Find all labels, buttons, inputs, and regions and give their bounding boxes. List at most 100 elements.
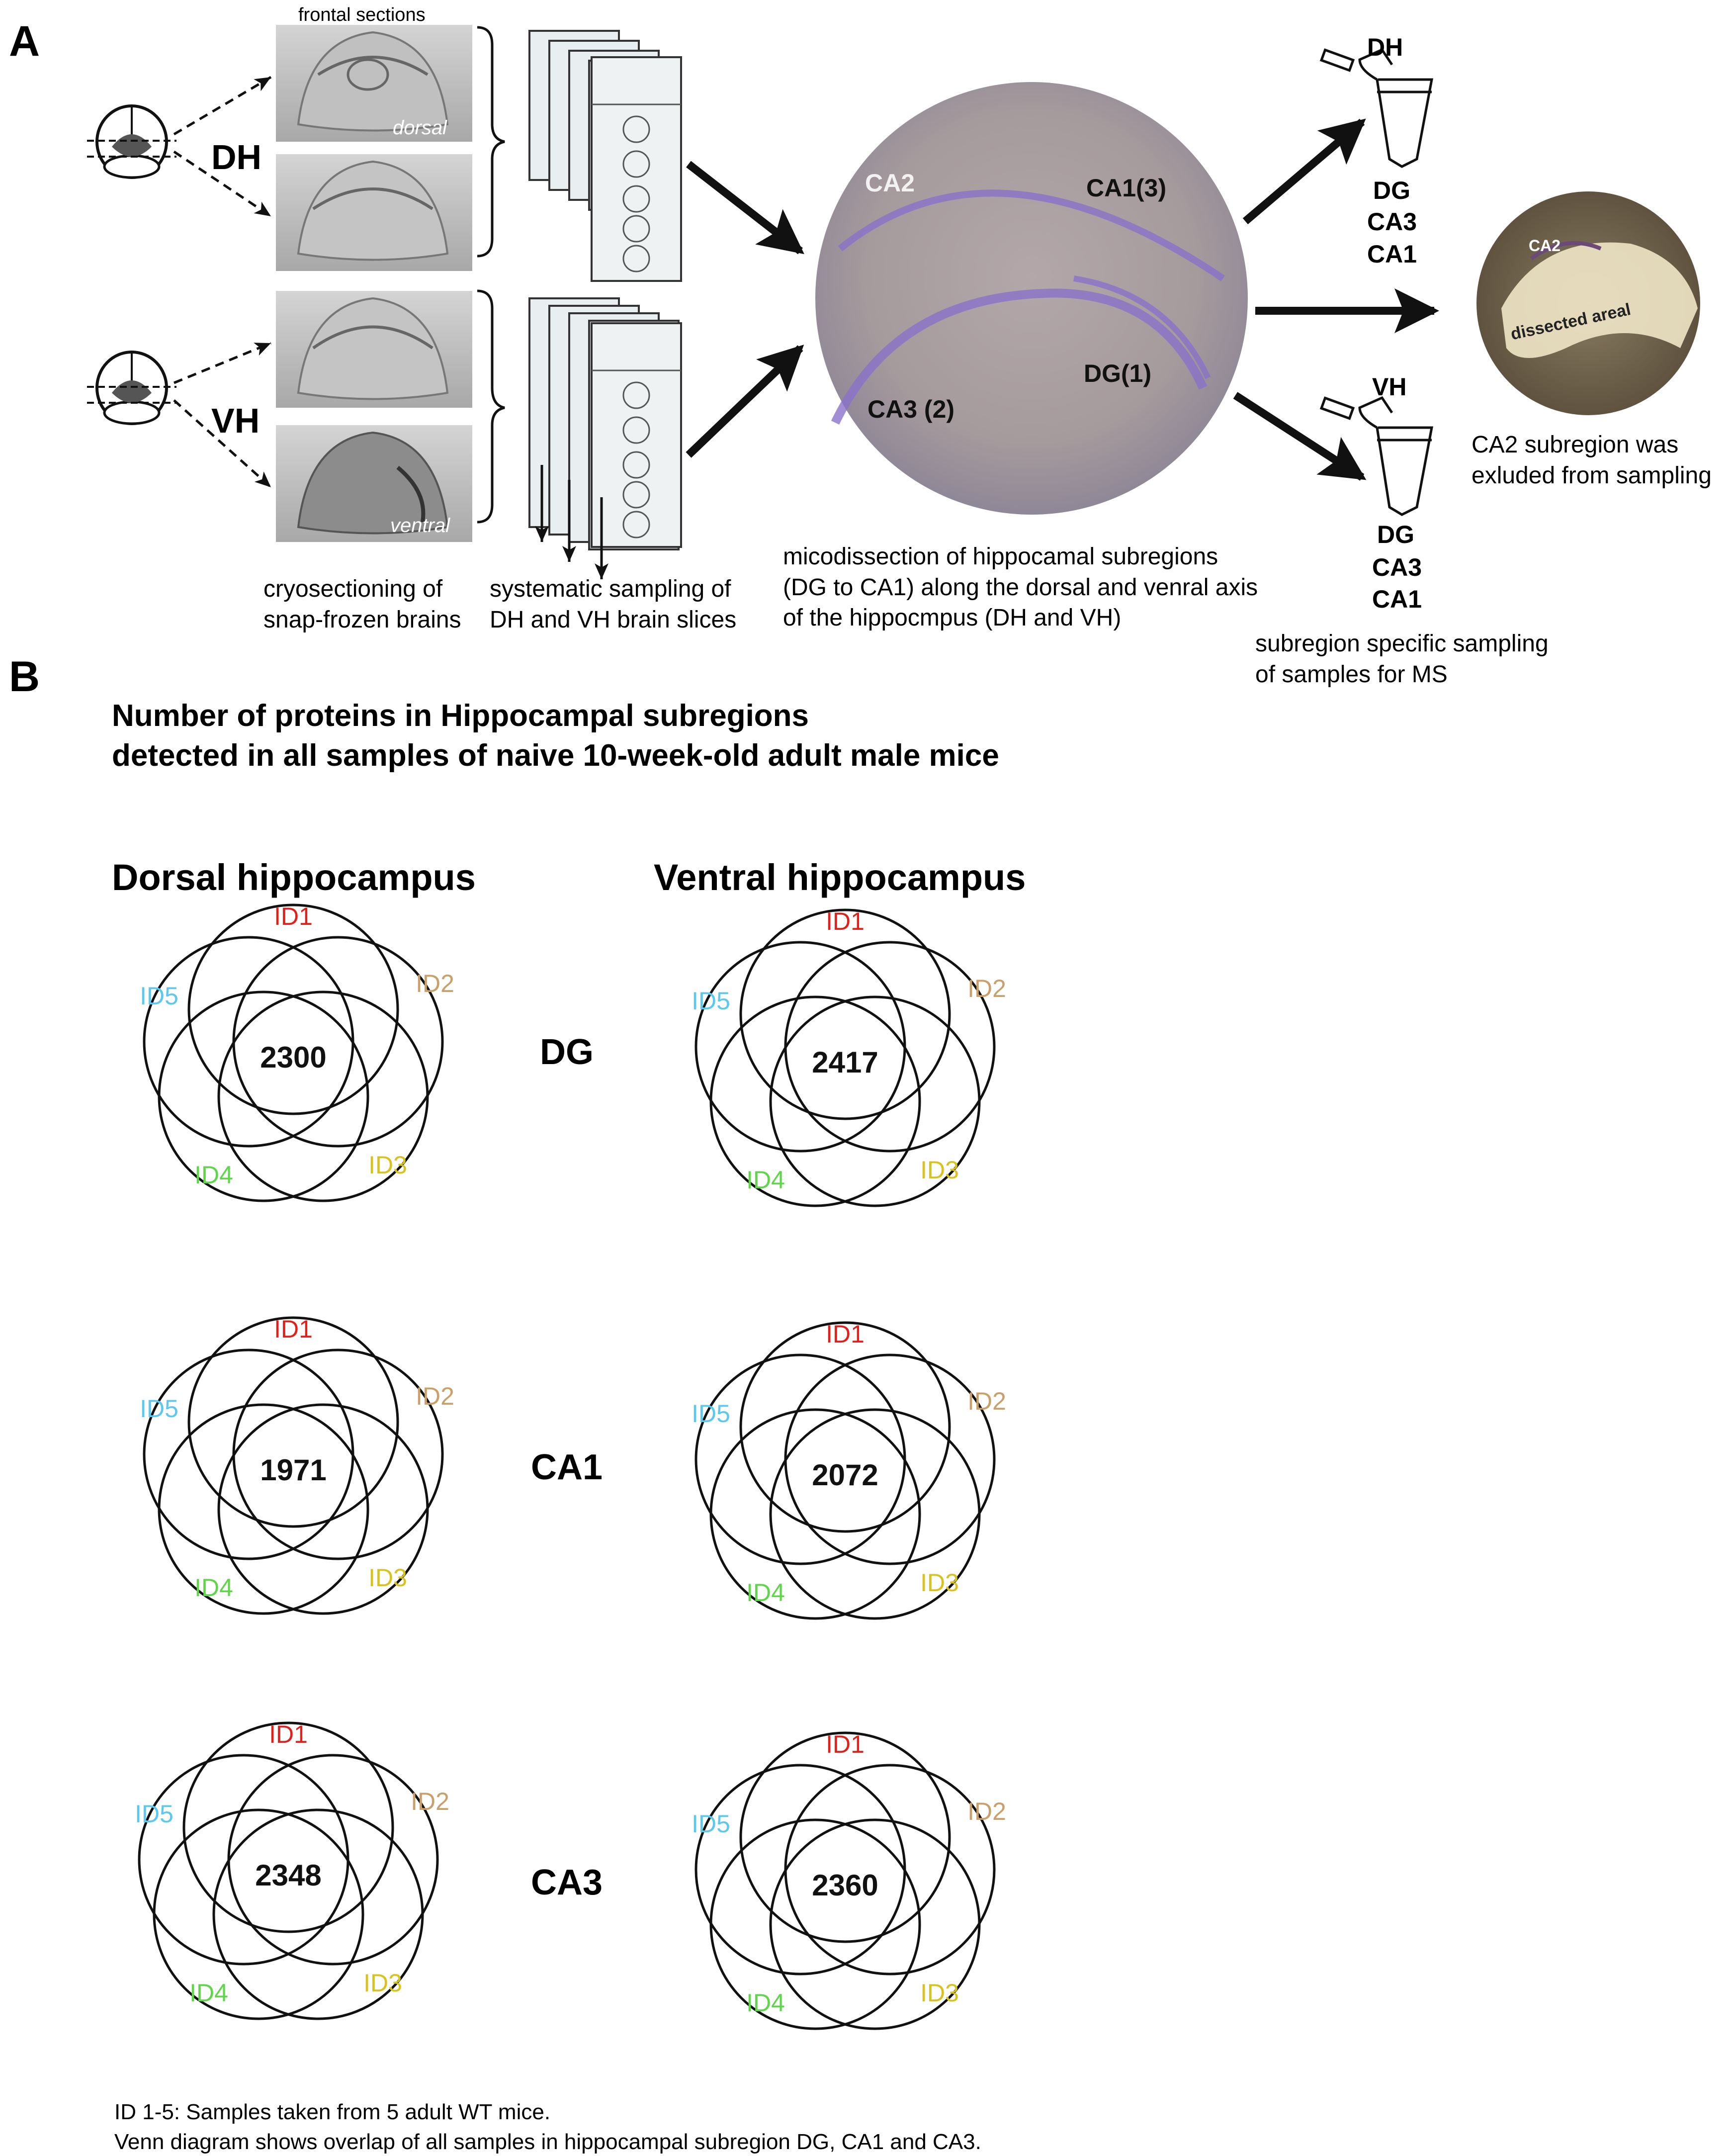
tube-icon-dh bbox=[1319, 48, 1434, 168]
venn-center-count: 1971 bbox=[260, 1453, 326, 1487]
venn-label-id3: ID3 bbox=[368, 1151, 407, 1179]
tube-icon-vh bbox=[1319, 396, 1434, 516]
venn-label-id5: ID5 bbox=[692, 987, 730, 1015]
venn-set-id3 bbox=[769, 1408, 981, 1620]
venn-set-id1 bbox=[187, 1316, 399, 1528]
vh-label: VH bbox=[211, 401, 260, 440]
venn-center-count: 2360 bbox=[812, 1869, 878, 1902]
caption-ca2-line-1: CA2 subregion was bbox=[1472, 432, 1678, 458]
micro-label-ca3: CA3 (2) bbox=[867, 395, 954, 423]
venn-set-id5 bbox=[694, 941, 906, 1153]
dh-label: DH bbox=[211, 138, 261, 177]
venn-label-id4: ID4 bbox=[746, 1989, 785, 2017]
caption-ca2-line-2: exluded from sampling bbox=[1472, 462, 1712, 489]
venn-label-id2: ID2 bbox=[967, 1387, 1006, 1415]
slide-stack-vh bbox=[528, 297, 682, 579]
venn-set-id3 bbox=[217, 1403, 429, 1615]
brain-slice-ventral-2 bbox=[276, 425, 472, 542]
footnote-line-1: ID 1-5: Samples taken from 5 adult WT mi… bbox=[114, 2100, 550, 2124]
microdissection-image bbox=[815, 82, 1248, 515]
caption-cryo-line-1: cryosectioning of bbox=[263, 576, 443, 602]
mouse-brain-icon-vh bbox=[87, 351, 176, 425]
venn-label-id2: ID2 bbox=[967, 975, 1006, 1002]
caption-specific-line-2: of samples for MS bbox=[1255, 661, 1448, 688]
brain-slice-dorsal-1 bbox=[276, 25, 472, 142]
venn-layer: ID1ID2ID3ID4ID52300ID1ID2ID3ID4ID52417ID… bbox=[135, 902, 1006, 2030]
venn-center-count: 2348 bbox=[255, 1859, 321, 1892]
venn-set-id1 bbox=[182, 1721, 394, 1933]
micro-label-ca2: CA2 bbox=[865, 169, 915, 197]
venn-set-id1 bbox=[739, 908, 951, 1120]
tube-dh-region-1: DG bbox=[1373, 177, 1410, 204]
panel-a-letter: A bbox=[9, 17, 40, 65]
flow-arrows bbox=[686, 118, 1439, 481]
venn-set-id5 bbox=[143, 1348, 354, 1560]
venn-set-id3 bbox=[212, 1808, 424, 2020]
dashed-arrows bbox=[173, 76, 272, 488]
caption-sampling-line-2: DH and VH brain slices bbox=[490, 607, 736, 633]
tube-vh-title: VH bbox=[1372, 373, 1406, 401]
panel-b-title-line-2: detected in all samples of naive 10-week… bbox=[112, 738, 999, 773]
venn-set-id1 bbox=[739, 1321, 951, 1533]
micro-label-ca1: CA1(3) bbox=[1086, 174, 1166, 202]
venn-label-id5: ID5 bbox=[140, 1395, 178, 1423]
venn-set-id3 bbox=[217, 990, 429, 1202]
venn-label-id2: ID2 bbox=[411, 1788, 449, 1815]
dorsal-tag: dorsal bbox=[393, 117, 447, 139]
venn-label-id1: ID1 bbox=[826, 907, 865, 935]
column-header-dorsal: Dorsal hippocampus bbox=[112, 857, 476, 898]
venn-label-id3: ID3 bbox=[920, 1156, 959, 1184]
venn-set-id5 bbox=[694, 1353, 906, 1565]
venn-set-id1 bbox=[187, 903, 399, 1115]
venn-label-id1: ID1 bbox=[826, 1730, 865, 1758]
panel-b-title-line-1: Number of proteins in Hippocampal subreg… bbox=[112, 699, 809, 733]
panel-b-letter: B bbox=[9, 653, 40, 701]
venn-label-id1: ID1 bbox=[269, 1720, 308, 1748]
tube-vh-region-2: CA3 bbox=[1372, 553, 1422, 581]
venn-label-id4: ID4 bbox=[194, 1161, 233, 1189]
caption-micro-line-1: micodissection of hippocamal subregions bbox=[783, 543, 1218, 570]
venn-label-id4: ID4 bbox=[746, 1579, 785, 1607]
tube-dh-region-3: CA1 bbox=[1367, 240, 1417, 268]
venn-label-id2: ID2 bbox=[416, 1382, 454, 1410]
venn-set-id5 bbox=[138, 1754, 349, 1966]
venn-label-id2: ID2 bbox=[967, 1797, 1006, 1825]
venn-label-id1: ID1 bbox=[826, 1320, 865, 1348]
venn-label-id4: ID4 bbox=[746, 1166, 785, 1194]
venn-label-id1: ID1 bbox=[274, 1315, 313, 1343]
venn-label-id4: ID4 bbox=[194, 1574, 233, 1602]
venn-center-count: 2300 bbox=[260, 1041, 326, 1074]
tube-vh-region-1: DG bbox=[1377, 521, 1414, 548]
venn-set-id3 bbox=[769, 1818, 981, 2030]
venn-label-id4: ID4 bbox=[189, 1979, 228, 2007]
venn-center-count: 2417 bbox=[812, 1046, 878, 1079]
venn-label-id3: ID3 bbox=[920, 1979, 959, 2007]
caption-cryo-line-2: snap-frozen brains bbox=[263, 607, 461, 633]
venn-set-id3 bbox=[769, 995, 981, 1207]
brain-slice-ventral-1 bbox=[276, 291, 472, 408]
venn-set-id5 bbox=[143, 936, 354, 1148]
venn-label-id1: ID1 bbox=[274, 902, 313, 930]
braces bbox=[477, 26, 505, 524]
brain-slice-dorsal-2 bbox=[276, 154, 472, 271]
venn-set-id1 bbox=[739, 1731, 951, 1943]
venn-set-id5 bbox=[694, 1764, 906, 1976]
mouse-brain-icon-dh bbox=[87, 104, 176, 179]
caption-sampling-line-1: systematic sampling of bbox=[490, 576, 731, 602]
tube-dh-region-2: CA3 bbox=[1367, 208, 1417, 236]
venn-label-id5: ID5 bbox=[692, 1400, 730, 1428]
venn-label-id3: ID3 bbox=[920, 1569, 959, 1597]
venn-label-id2: ID2 bbox=[416, 970, 454, 997]
caption-micro-line-2: (DG to CA1) along the dorsal and venral … bbox=[783, 574, 1258, 601]
venn-center-count: 2072 bbox=[812, 1458, 878, 1492]
column-header-ventral: Ventral hippocampus bbox=[654, 857, 1026, 898]
tube-dh-title: DH bbox=[1367, 33, 1403, 61]
ventral-tag: ventral bbox=[390, 515, 450, 537]
ca2-inset-image bbox=[1476, 191, 1700, 415]
